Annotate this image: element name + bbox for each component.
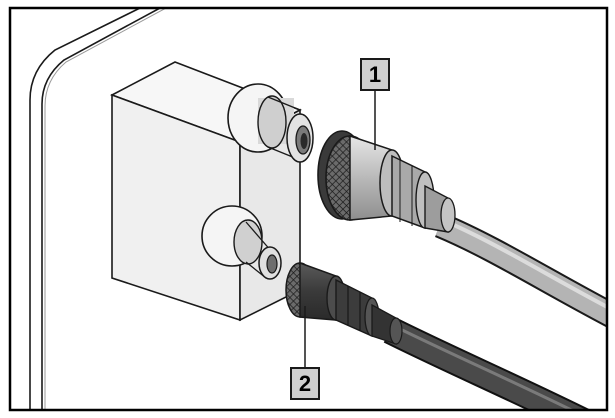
small-connector: [285, 261, 403, 345]
upper-receptacle: [227, 83, 314, 163]
large-connector: [317, 130, 456, 233]
callout-1-box: [360, 58, 390, 91]
callout-1-number: 1: [369, 62, 381, 87]
dark-cable: [383, 317, 592, 410]
device-panel: [29, 8, 167, 410]
callout-2-number: 2: [299, 371, 311, 396]
callout-1: 1: [360, 58, 390, 150]
image-frame: [8, 6, 609, 412]
light-cable: [434, 213, 607, 328]
callout-2-box: [290, 367, 320, 400]
lower-receptacle: [201, 205, 282, 280]
callout-2: 2: [290, 306, 320, 400]
